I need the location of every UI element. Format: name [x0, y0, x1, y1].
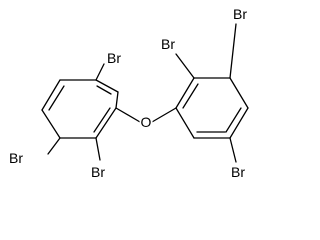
bond [47, 137, 61, 155]
bond [41, 109, 61, 139]
structure-diagram: Br Br Br O Br Br Br [8, 6, 249, 180]
double-bond [225, 107, 242, 133]
double-bond [93, 107, 111, 133]
bond [229, 137, 237, 163]
bond [175, 77, 195, 109]
bond [229, 77, 249, 109]
bromine-atom-label: Br [230, 164, 246, 180]
bond [175, 107, 195, 139]
bond [115, 91, 119, 109]
bond [95, 63, 105, 81]
bond [41, 79, 61, 111]
bromine-atom-label: Br [232, 6, 248, 22]
bond [229, 107, 249, 139]
double-bond [96, 85, 112, 95]
bond [95, 107, 117, 139]
bond [175, 53, 195, 79]
bond [95, 137, 101, 161]
bromine-atom-label: Br [90, 164, 106, 180]
double-bond [182, 83, 199, 109]
bromine-atom-label: Br [160, 36, 176, 52]
bromine-atom-label: Br [8, 150, 24, 166]
bond [95, 79, 119, 93]
bond-drawing [41, 23, 249, 163]
double-bond [48, 85, 65, 111]
oxygen-atom-label: O [139, 114, 153, 130]
bond [229, 23, 237, 79]
bond [115, 107, 141, 123]
bromine-atom-label: Br [106, 50, 122, 66]
bond [151, 107, 177, 123]
